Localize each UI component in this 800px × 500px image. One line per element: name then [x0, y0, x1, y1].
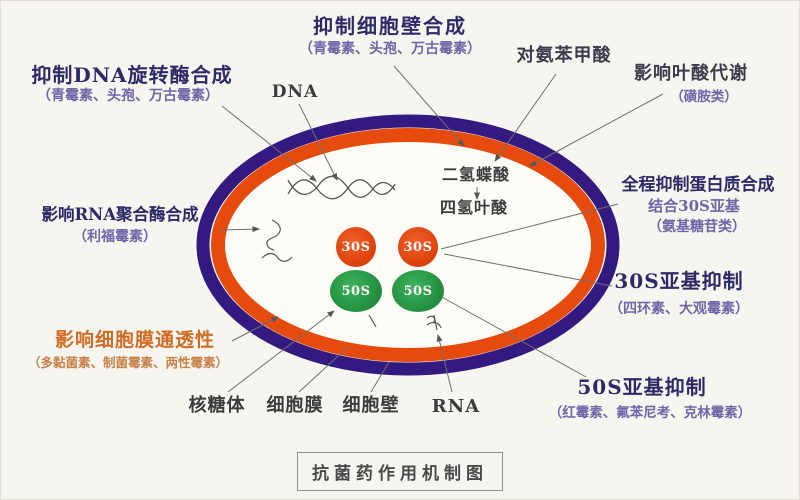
leader-50s-inhibition	[439, 295, 587, 378]
leader-rna-label	[436, 334, 453, 393]
leader-rna-polymerase	[219, 226, 260, 233]
folate-metabolism-title: 影响叶酸代谢	[634, 63, 748, 84]
cell-wall-synthesis-title: 抑制细胞壁合成	[313, 14, 467, 38]
subunit-50s-inhibition-drugs: （红霉素、氟苯尼考、克林霉素）	[548, 405, 752, 421]
subunit-30s-inhibition-drugs: （四环素、大观霉素）	[609, 301, 749, 317]
leader-ribosome-label	[227, 310, 335, 393]
tetrahydrofolic-acid-label: 四氢叶酸	[439, 198, 509, 217]
rna-polymerase-drugs: （利福霉素）	[73, 229, 157, 245]
leader-lines	[219, 65, 664, 393]
leader-cell-wall-synthesis	[393, 65, 465, 147]
ribosome-30s-right: 30S	[398, 227, 438, 267]
small-interior-marks	[368, 314, 442, 331]
membrane-permeability-title: 影响细胞膜通透性	[54, 329, 216, 351]
ribosome-structure-label: 核糖体	[188, 395, 246, 416]
dna-gyrase-title: 抑制DNA旋转酶合成	[31, 63, 233, 87]
cell-membrane-ring	[211, 128, 605, 362]
ribosome-30s-right-label: 30S	[403, 239, 433, 255]
cell-wall-synthesis-drugs: （青霉素、头孢、万古霉素）	[299, 41, 481, 57]
protein-synthesis-subtitle: 结合30S亚基	[648, 197, 740, 215]
cell-wall-structure-label: 细胞壁	[342, 395, 400, 416]
leader-cell-membrane-label	[298, 345, 350, 393]
dna-label: DNA	[271, 82, 319, 102]
protein-synthesis-title: 全程抑制蛋白质合成	[621, 175, 775, 195]
rna-polymerase-title: 影响RNA聚合酶合成	[41, 205, 199, 224]
subunit-50s-inhibition-title: 50S亚基抑制	[577, 375, 707, 399]
ribosome-30s-left: 30S	[336, 227, 376, 267]
ribosome-30s-left-label: 30S	[341, 239, 371, 255]
dna-gyrase-drugs: （青霉素、头孢、万古霉素）	[37, 88, 219, 104]
ribosome-50s-right: 50S	[392, 270, 444, 312]
ribosome-50s-left: 50S	[330, 270, 382, 312]
diagram-caption: 抗菌药作用机制图	[297, 452, 503, 491]
rna-structure-label: RNA	[431, 396, 481, 417]
leader-protein-synthesis	[440, 203, 619, 250]
rna-squiggle	[261, 219, 293, 262]
leader-dna-label	[298, 103, 338, 181]
dihydropteroic-acid-label: 二氢蝶酸	[441, 165, 511, 184]
leader-cell-wall-label	[370, 361, 390, 393]
ribosome-50s-right-label: 50S	[403, 283, 433, 299]
leader-folate	[529, 93, 664, 167]
ribosome-50s-left-label: 50S	[341, 283, 371, 299]
membrane-permeability-drugs: （多黏菌素、制菌霉素、两性霉素）	[27, 355, 229, 370]
subunit-30s-inhibition-title: 30S亚基抑制	[614, 269, 744, 293]
leader-dna-gyrase	[221, 105, 317, 182]
cell-membrane-structure-label: 细胞膜	[266, 395, 324, 416]
leader-paba	[494, 73, 557, 162]
protein-synthesis-drugs: （氨基糖苷类）	[648, 219, 746, 235]
folate-metabolism-drugs: （磺胺类）	[670, 89, 738, 105]
leader-30s-inhibition	[443, 253, 613, 287]
leader-membrane-permeability	[231, 316, 279, 342]
paba-label: 对氨苯甲酸	[516, 45, 612, 66]
